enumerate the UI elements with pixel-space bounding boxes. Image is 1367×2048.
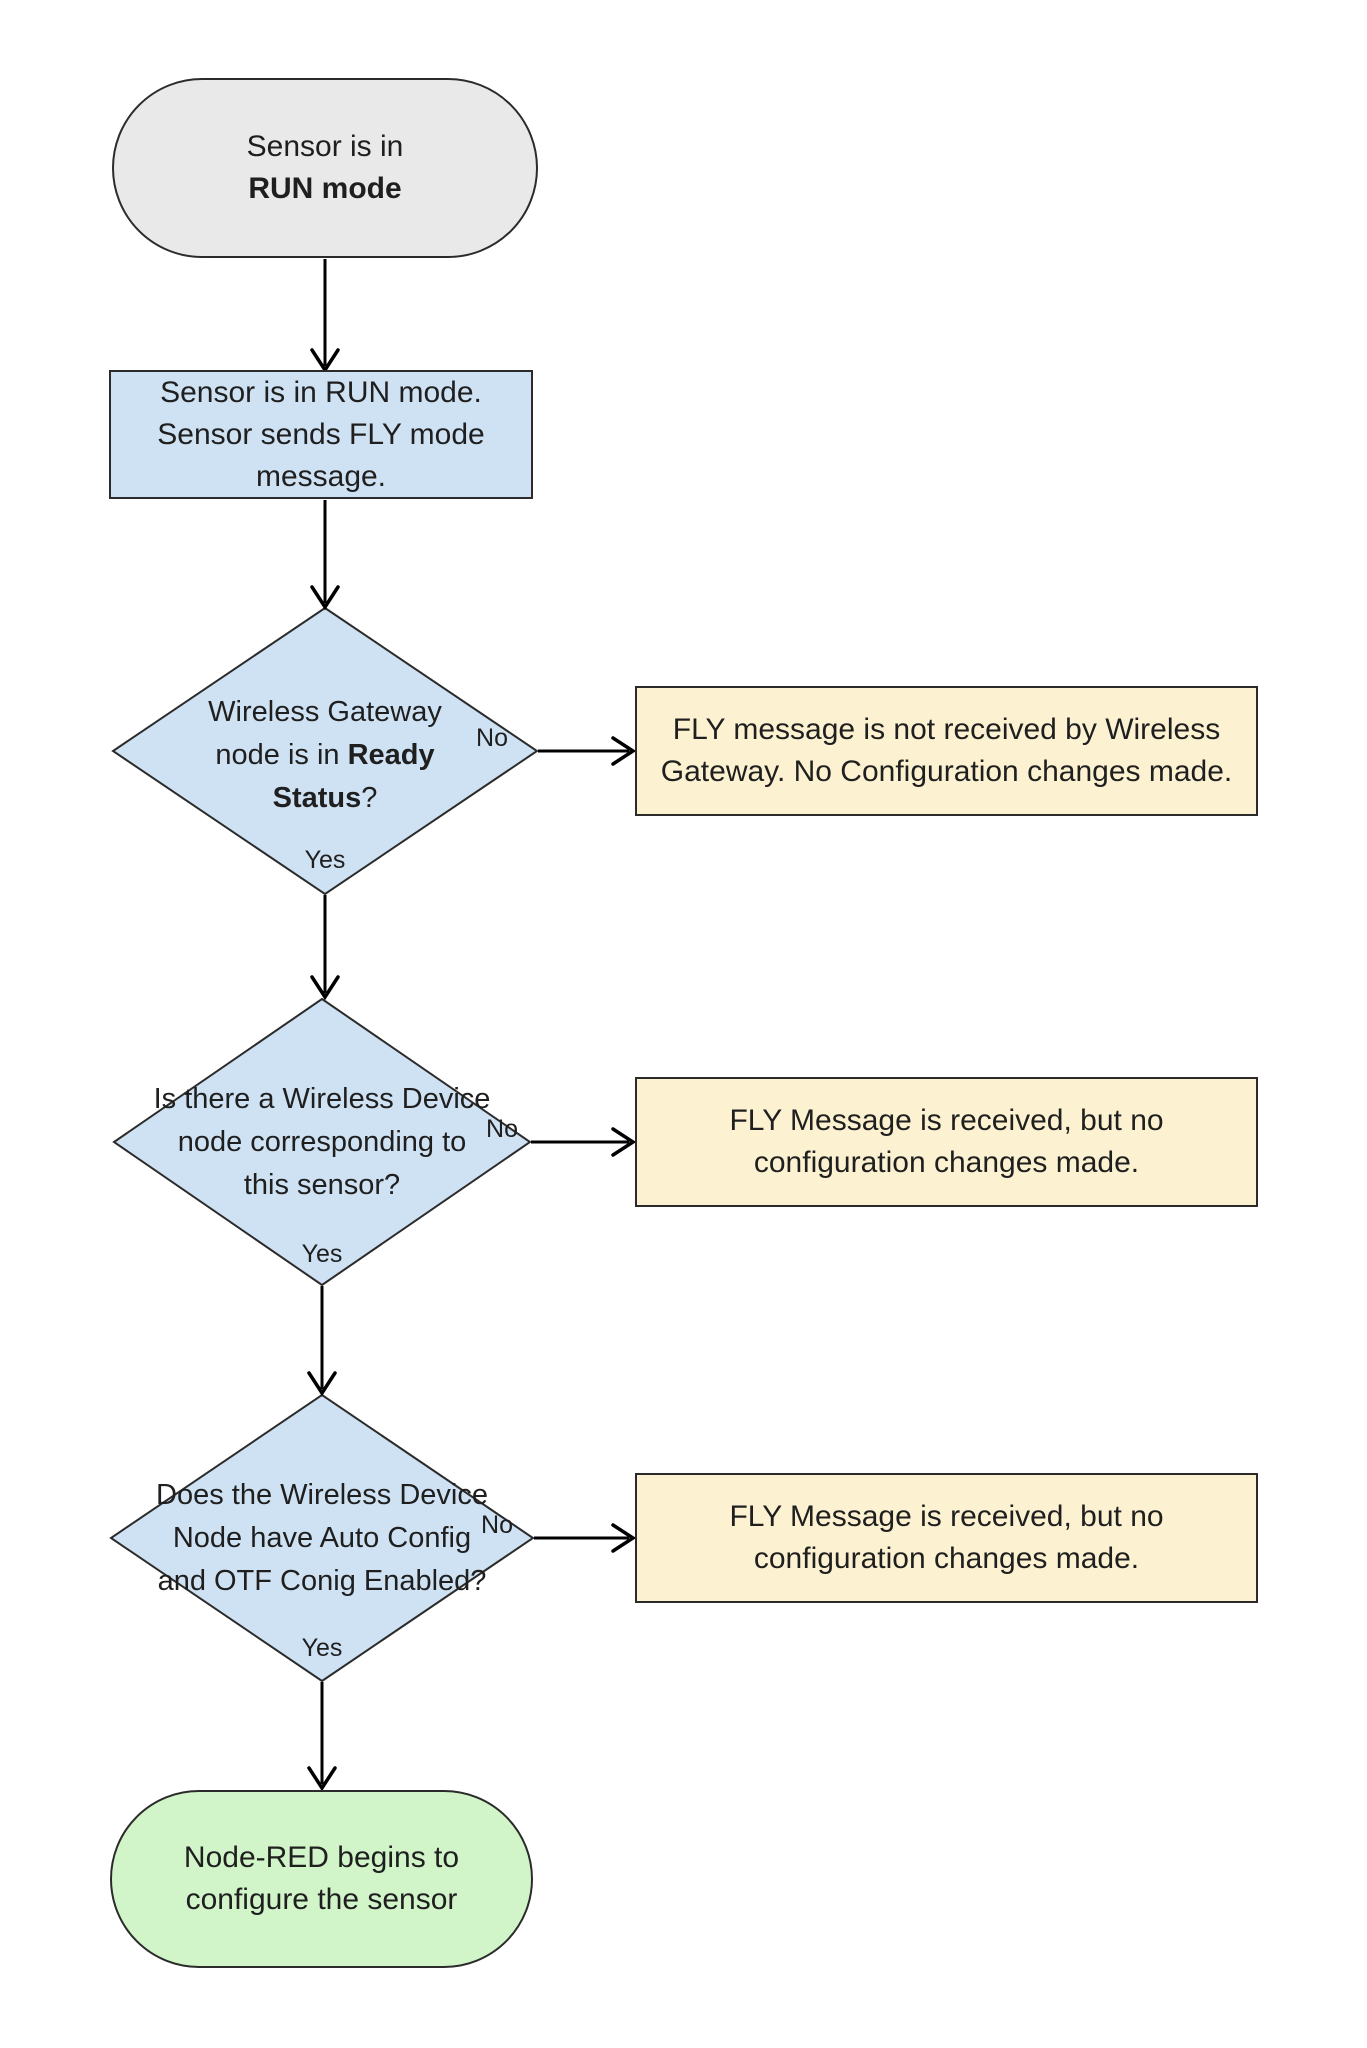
outcome1-line2: Gateway. No Configuration changes made.: [660, 755, 1233, 788]
process-node-line2: Sensor sends FLY mode: [157, 417, 485, 451]
outcome2-line2: configuration changes made.: [753, 1146, 1140, 1179]
decision3-line1: Does the Wireless Device: [156, 1479, 488, 1511]
arrow-process-to-decision1: [310, 500, 340, 611]
decision3-text: Does the Wireless Device Node have Auto …: [137, 1474, 507, 1603]
decision-diamond-device-node-exists: [112, 997, 532, 1287]
outcome-node-fly-not-received: FLY message is not received by Wireless …: [635, 686, 1258, 816]
decision3-no-label: No: [481, 1511, 513, 1539]
decision1-text: Wireless Gateway node is in Ready Status…: [165, 691, 485, 820]
decision2-line2: node corresponding to: [177, 1126, 467, 1158]
decision1-line3: Status?: [272, 782, 378, 814]
start-node-line2: RUN mode: [248, 172, 402, 205]
decision1-line2: node is in Ready: [215, 739, 435, 771]
arrow-decision2-no-to-outcome2: [531, 1127, 637, 1157]
decision2-yes-label: Yes: [301, 1240, 343, 1268]
arrow-decision1-yes-to-decision2: [310, 895, 340, 1001]
arrow-decision3-yes-to-end: [307, 1682, 337, 1792]
outcome1-line1: FLY message is not received by Wireless: [672, 713, 1221, 746]
process-node-line1: Sensor is in RUN mode.: [160, 375, 482, 409]
decision-diamond-autoconfig-enabled: [109, 1393, 535, 1683]
decision2-line3: this sensor?: [243, 1169, 401, 1201]
start-node-line1: Sensor is in: [246, 130, 404, 163]
outcome-node-no-config-changes-1: FLY Message is received, but no configur…: [635, 1077, 1258, 1207]
decision2-line1: Is there a Wireless Device: [153, 1083, 491, 1115]
outcome3-line2: configuration changes made.: [753, 1542, 1140, 1575]
outcome2-line1: FLY Message is received, but no: [729, 1104, 1164, 1137]
decision3-line3: and OTF Conig Enabled?: [157, 1565, 487, 1597]
decision2-no-label: No: [486, 1115, 518, 1143]
arrow-decision1-no-to-outcome1: [538, 736, 637, 766]
end-node-line1: Node-RED begins to: [183, 1841, 460, 1874]
decision1-no-label: No: [476, 724, 508, 752]
end-node-nodered-configures: Node-RED begins to configure the sensor: [110, 1790, 533, 1968]
arrow-decision2-yes-to-decision3: [307, 1286, 337, 1397]
arrow-decision3-no-to-outcome3: [534, 1523, 637, 1553]
decision3-yes-label: Yes: [301, 1634, 343, 1662]
end-node-line2: configure the sensor: [185, 1883, 458, 1916]
outcome3-line1: FLY Message is received, but no: [729, 1500, 1164, 1533]
process-node-sensor-sends-fly: Sensor is in RUN mode. Sensor sends FLY …: [109, 370, 533, 499]
arrow-start-to-process: [310, 259, 340, 374]
decision2-text: Is there a Wireless Device node correspo…: [147, 1078, 497, 1207]
outcome-node-no-config-changes-2: FLY Message is received, but no configur…: [635, 1473, 1258, 1603]
start-node-sensor-run-mode: Sensor is in RUN mode: [112, 78, 538, 258]
decision-diamond-gateway-ready: [111, 606, 539, 896]
decision1-yes-label: Yes: [304, 846, 346, 874]
process-node-line3: message.: [255, 459, 387, 493]
decision3-line2: Node have Auto Config: [172, 1522, 472, 1554]
decision1-line1: Wireless Gateway: [208, 696, 442, 728]
